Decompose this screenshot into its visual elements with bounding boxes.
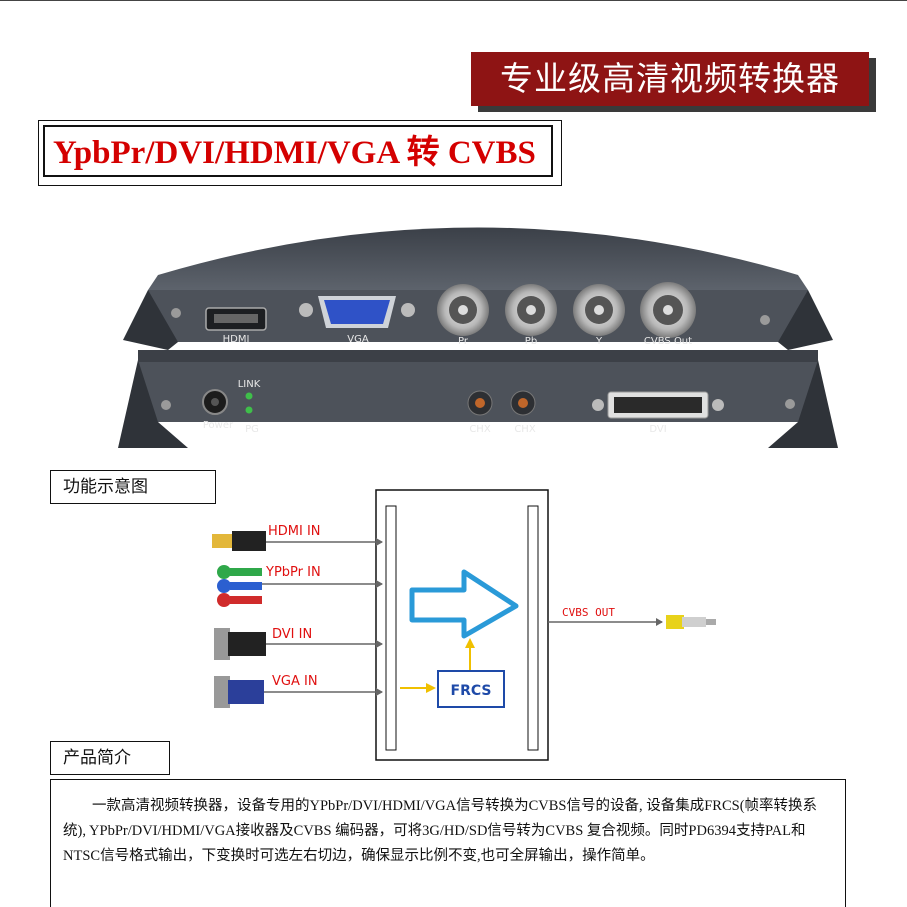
power-jack-icon: [202, 389, 228, 415]
bnc-pr-icon: [437, 284, 489, 336]
rca-yellow-cable-icon: [666, 615, 716, 629]
bnc-cvbs-icon: [640, 282, 696, 338]
dvi-port-icon: [592, 391, 724, 419]
function-diagram: HDMI IN YPbPr IN DVI IN VGA IN FRCS CVBS…: [212, 489, 716, 761]
product-title-frame: [38, 120, 562, 186]
dvi-cable-icon: [214, 628, 266, 660]
front-label-pr: Pr: [458, 336, 469, 347]
output-bar: [527, 505, 539, 751]
product-intro-box: 一款高清视频转换器，设备专用的YPbPr/DVI/HDMI/VGA信号转换为CV…: [50, 779, 846, 907]
vga-cable-icon: [214, 676, 264, 708]
front-label-hdmi: HDMI: [223, 334, 250, 345]
vga-port-icon: [299, 296, 415, 328]
ypbpr-cable-icon: [217, 565, 262, 607]
rear-label-pg: PG: [245, 424, 259, 435]
top-rule: [0, 0, 907, 1]
hdmi-cable-icon: [212, 531, 266, 551]
link-led-icon: [245, 392, 253, 400]
output-label-cvbs: CVBS OUT: [562, 606, 615, 619]
product-intro-paragraph: 一款高清视频转换器，设备专用的YPbPr/DVI/HDMI/VGA信号转换为CV…: [63, 798, 818, 864]
chx-switch-1-icon: [467, 390, 493, 416]
rear-label-chx-2: CHX: [514, 424, 536, 435]
rear-label-chx-1: CHX: [469, 424, 491, 435]
input-label-vga: VGA IN: [272, 674, 318, 689]
device-photo: HDMI VGA Pr Pb Y CVBS Out Power LINK PG …: [118, 227, 838, 448]
front-label-vga: VGA: [347, 334, 369, 345]
input-bar: [385, 505, 397, 751]
product-intro-label: 产品简介: [50, 741, 170, 775]
right-arrow-icon: [426, 683, 436, 693]
front-label-pb: Pb: [525, 336, 537, 347]
product-title: YpbPr/DVI/HDMI/VGA 转 CVBS: [43, 125, 553, 177]
banner-title: 专业级高清视频转换器: [471, 52, 869, 106]
up-arrow-icon: [465, 638, 475, 648]
input-label-hdmi: HDMI IN: [268, 524, 321, 539]
bnc-pb-icon: [505, 284, 557, 336]
input-label-dvi: DVI IN: [272, 627, 312, 642]
chx-switch-2-icon: [510, 390, 536, 416]
function-diagram-label: 功能示意图: [50, 470, 216, 504]
hdmi-port-icon: [205, 307, 267, 331]
pg-led-icon: [245, 406, 253, 414]
rear-label-link: LINK: [238, 379, 261, 390]
front-label-y: Y: [595, 336, 603, 347]
rear-label-power: Power: [203, 420, 234, 431]
flow-arrow-icon: [409, 569, 519, 639]
frcs-box: [437, 670, 505, 708]
front-label-cvbs: CVBS Out: [644, 336, 692, 347]
bnc-y-icon: [573, 284, 625, 336]
rear-label-dvi: DVI: [649, 424, 666, 435]
frcs-label: FRCS: [451, 683, 492, 699]
input-label-ypbpr: YPbPr IN: [265, 565, 321, 580]
